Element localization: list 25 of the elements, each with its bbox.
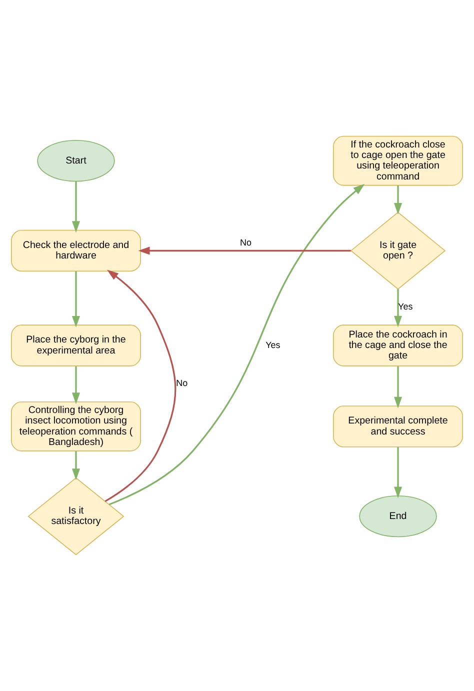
arrow <box>72 181 80 233</box>
arrow <box>394 366 402 408</box>
node-diamond: Is it satisfactory <box>28 477 124 556</box>
arrow <box>394 186 402 214</box>
edge-label: No <box>240 238 252 248</box>
arrow <box>104 270 176 502</box>
arrow <box>394 447 402 498</box>
node-box: Place the cockroach in the cage and close the gate <box>333 324 463 366</box>
arrow <box>72 366 80 404</box>
node-ellipse: Start <box>37 140 115 182</box>
node-box: If the cockroach close to cage open the gate using teleoperation command <box>333 136 463 186</box>
node-box: Controlling the cyborg insect locomotion using teleoperation commands ( Bangladesh) <box>11 401 141 452</box>
node-diamond: Is it gate open ? <box>350 212 446 290</box>
arrow <box>108 184 365 506</box>
node-ellipse: End <box>359 495 437 538</box>
edge-label: Yes <box>266 340 280 350</box>
arrow <box>72 271 80 328</box>
arrow <box>394 289 402 328</box>
edge-label: No <box>176 378 188 388</box>
arrow <box>72 451 80 480</box>
edge-label: Yes <box>398 301 413 312</box>
arrow <box>138 246 351 255</box>
node-box: Place the cyborg in the experimental area <box>11 324 141 366</box>
node-box: Experimental complete and success <box>333 406 463 448</box>
node-box: Check the electrode and hardware <box>11 230 141 272</box>
